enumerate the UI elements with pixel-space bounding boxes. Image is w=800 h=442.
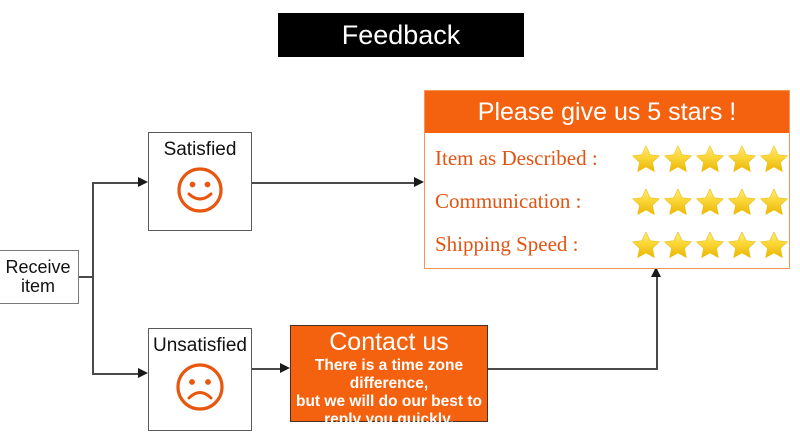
rating-row: Communication : (435, 180, 789, 223)
smiley-sad-icon (174, 361, 226, 418)
connector-branch-vertical (92, 182, 94, 374)
contact-us-box: Contact us There is a time zone differen… (290, 325, 488, 428)
feedback-banner: Feedback (278, 13, 524, 57)
star-icon[interactable] (631, 230, 661, 260)
arrow-to-ratings-icon (414, 177, 424, 187)
receive-item-label: Receive item (5, 257, 71, 296)
feedback-banner-title: Feedback (341, 19, 461, 50)
ratings-header-title: Please give us 5 stars ! (477, 97, 737, 126)
connector-unsatisfied-to-contact (252, 368, 284, 370)
star-icon[interactable] (727, 144, 757, 174)
unsatisfied-box: Unsatisfied (148, 328, 252, 431)
star-icon[interactable] (759, 230, 789, 260)
star-icon[interactable] (663, 230, 693, 260)
connector-to-satisfied (92, 182, 142, 184)
star-icon[interactable] (759, 187, 789, 217)
star-rating-item-as-described[interactable] (631, 144, 789, 174)
star-icon[interactable] (727, 230, 757, 260)
star-icon[interactable] (759, 144, 789, 174)
ratings-panel-header: Please give us 5 stars ! (425, 91, 789, 133)
star-rating-shipping-speed[interactable] (631, 230, 789, 260)
star-icon[interactable] (695, 230, 725, 260)
star-icon[interactable] (663, 144, 693, 174)
star-rating-communication[interactable] (631, 187, 789, 217)
ratings-rows: Item as Described : Communication : Ship… (425, 133, 789, 266)
star-icon[interactable] (663, 187, 693, 217)
arrow-to-contact-icon (280, 363, 290, 373)
rating-label-shipping-speed: Shipping Speed : (435, 232, 579, 256)
star-icon[interactable] (631, 144, 661, 174)
rating-row: Shipping Speed : (435, 223, 789, 266)
connector-contact-right (488, 368, 658, 370)
contact-us-body: There is a time zone difference, but we … (296, 357, 482, 428)
smiley-happy-icon (175, 165, 225, 220)
ratings-panel: Please give us 5 stars ! Item as Describ… (424, 90, 790, 269)
arrow-to-satisfied-icon (138, 177, 148, 187)
arrow-to-unsatisfied-icon (138, 368, 148, 378)
star-icon[interactable] (631, 187, 661, 217)
star-icon[interactable] (695, 187, 725, 217)
contact-us-title: Contact us (329, 328, 449, 356)
rating-label-communication: Communication : (435, 189, 582, 213)
star-icon[interactable] (727, 187, 757, 217)
receive-item-box: Receive item (0, 250, 79, 304)
rating-label-item-as-described: Item as Described : (435, 146, 598, 170)
unsatisfied-label: Unsatisfied (153, 335, 247, 356)
rating-row: Item as Described : (435, 137, 789, 180)
satisfied-box: Satisfied (148, 132, 252, 231)
connector-satisfied-to-ratings (252, 182, 418, 184)
star-icon[interactable] (695, 144, 725, 174)
connector-to-unsatisfied (92, 373, 142, 375)
satisfied-label: Satisfied (163, 139, 237, 160)
arrow-up-to-ratings-icon (651, 267, 661, 277)
connector-contact-up (656, 277, 658, 369)
connector-start-stub (79, 276, 93, 278)
